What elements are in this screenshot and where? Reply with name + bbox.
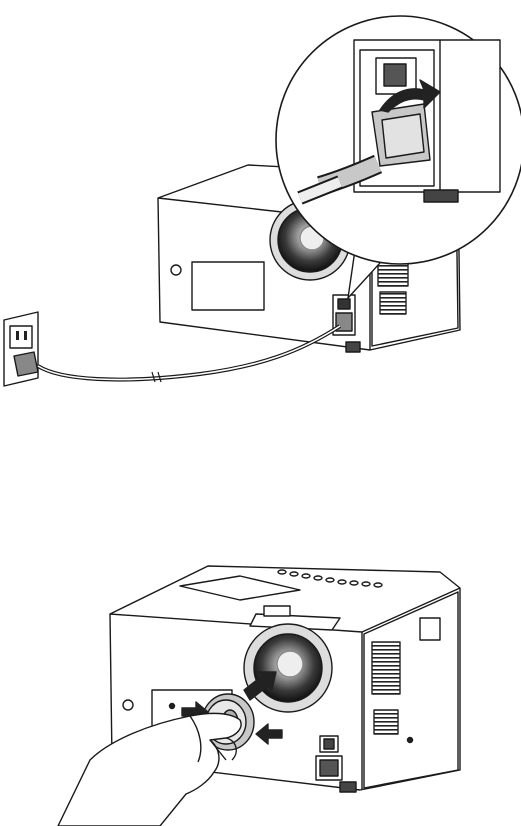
- figure-connect-power-cord: [4, 16, 521, 386]
- power-inlet-2: [316, 756, 342, 780]
- hand: [58, 713, 241, 826]
- wall-outlet: [4, 312, 38, 386]
- power-switch-2: [320, 736, 338, 752]
- lens-2: [244, 624, 332, 712]
- figure-remove-lens-cover: [58, 566, 460, 826]
